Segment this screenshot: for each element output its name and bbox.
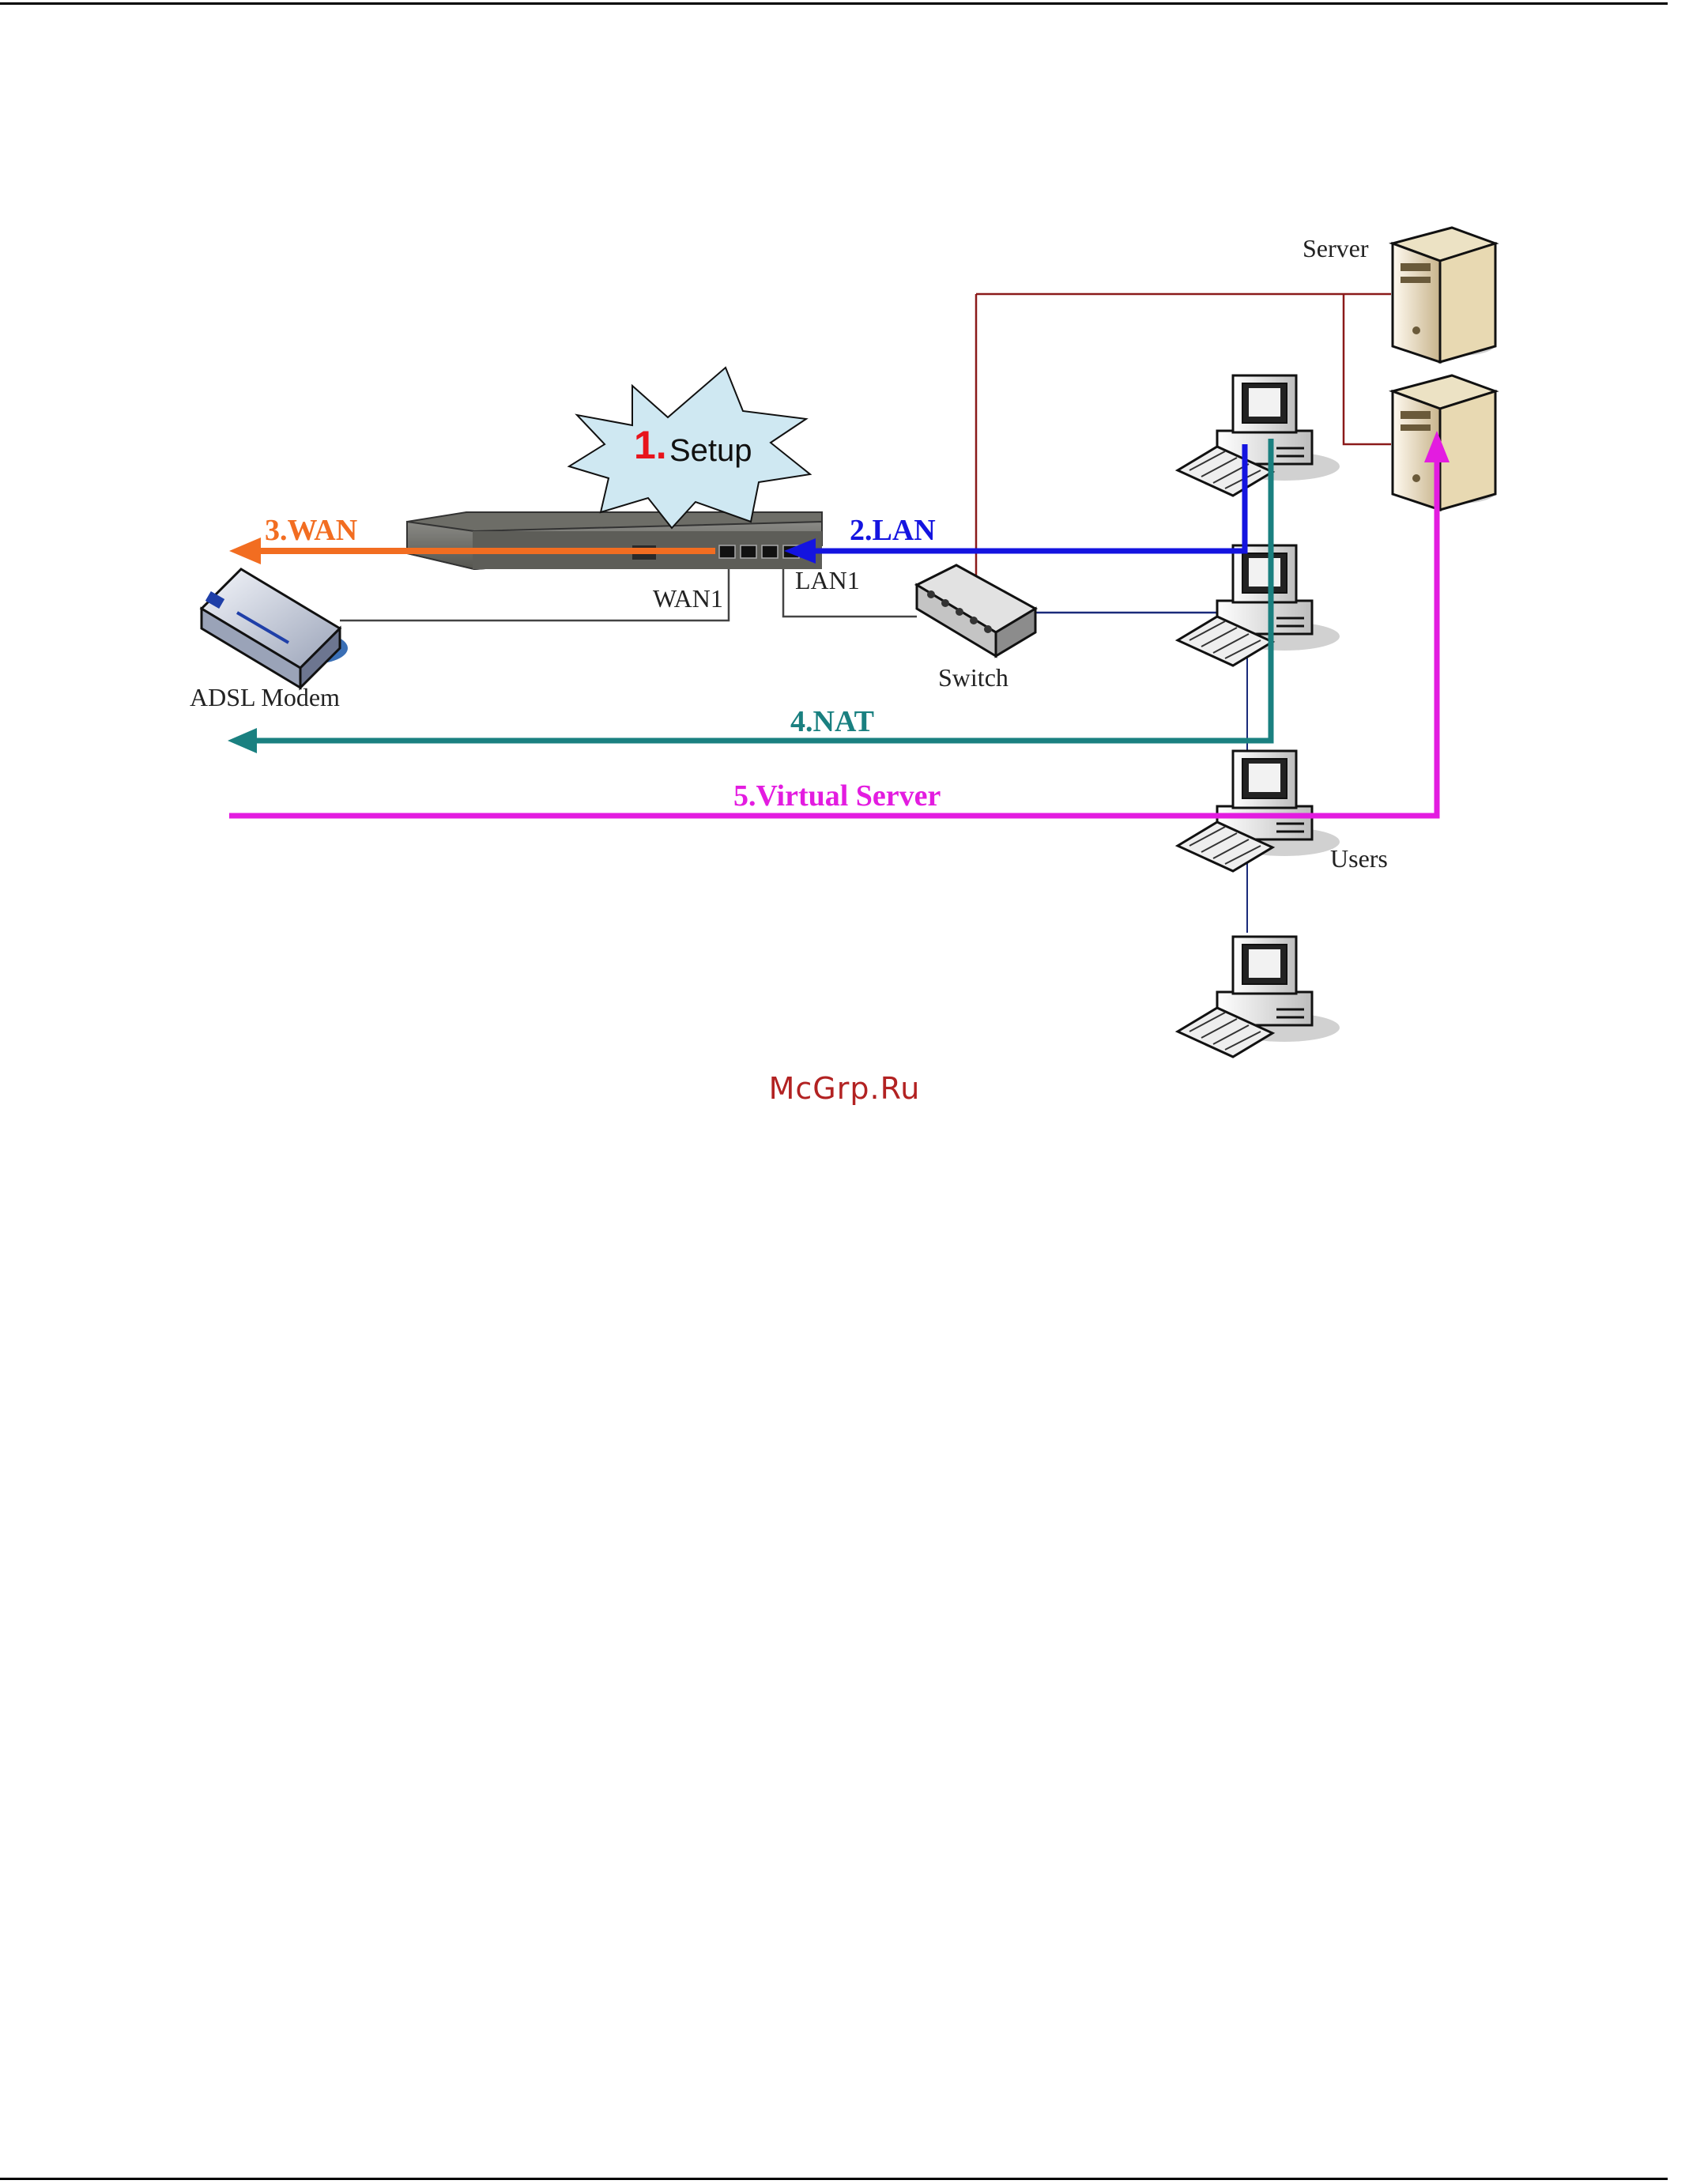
setup-step-number: 1. [634, 423, 667, 467]
lan-flow-label: 2.LAN [850, 514, 936, 547]
virtual-server-flow-label: 5.Virtual Server [733, 779, 941, 813]
lan-flow: 2.LAN [784, 444, 1245, 564]
user-pc-3 [1178, 751, 1340, 871]
wan-flow-label: 3.WAN [265, 514, 357, 547]
user-pc-2 [1178, 545, 1340, 666]
watermark: McGrp.Ru [0, 1071, 1689, 1106]
switch-label: Switch [938, 663, 1008, 692]
server-wire-branch [1344, 294, 1391, 444]
wan1-label: WAN1 [653, 584, 723, 613]
server-2 [1393, 375, 1495, 510]
lan1-label: LAN1 [795, 566, 860, 594]
router [407, 512, 822, 569]
server-label: Server [1303, 234, 1369, 262]
setup-burst: 1. Setup [569, 368, 810, 528]
switch [917, 565, 1035, 656]
user-pc-4 [1178, 937, 1340, 1057]
nat-flow-label: 4.NAT [790, 705, 874, 738]
user-pc-1 [1178, 375, 1340, 496]
bottom-rule [0, 2178, 1668, 2180]
server-1 [1393, 228, 1495, 362]
setup-label: Setup [669, 433, 752, 468]
adsl-modem-label: ADSL Modem [190, 683, 340, 711]
users-label: Users [1330, 844, 1388, 873]
adsl-modem [202, 569, 348, 688]
